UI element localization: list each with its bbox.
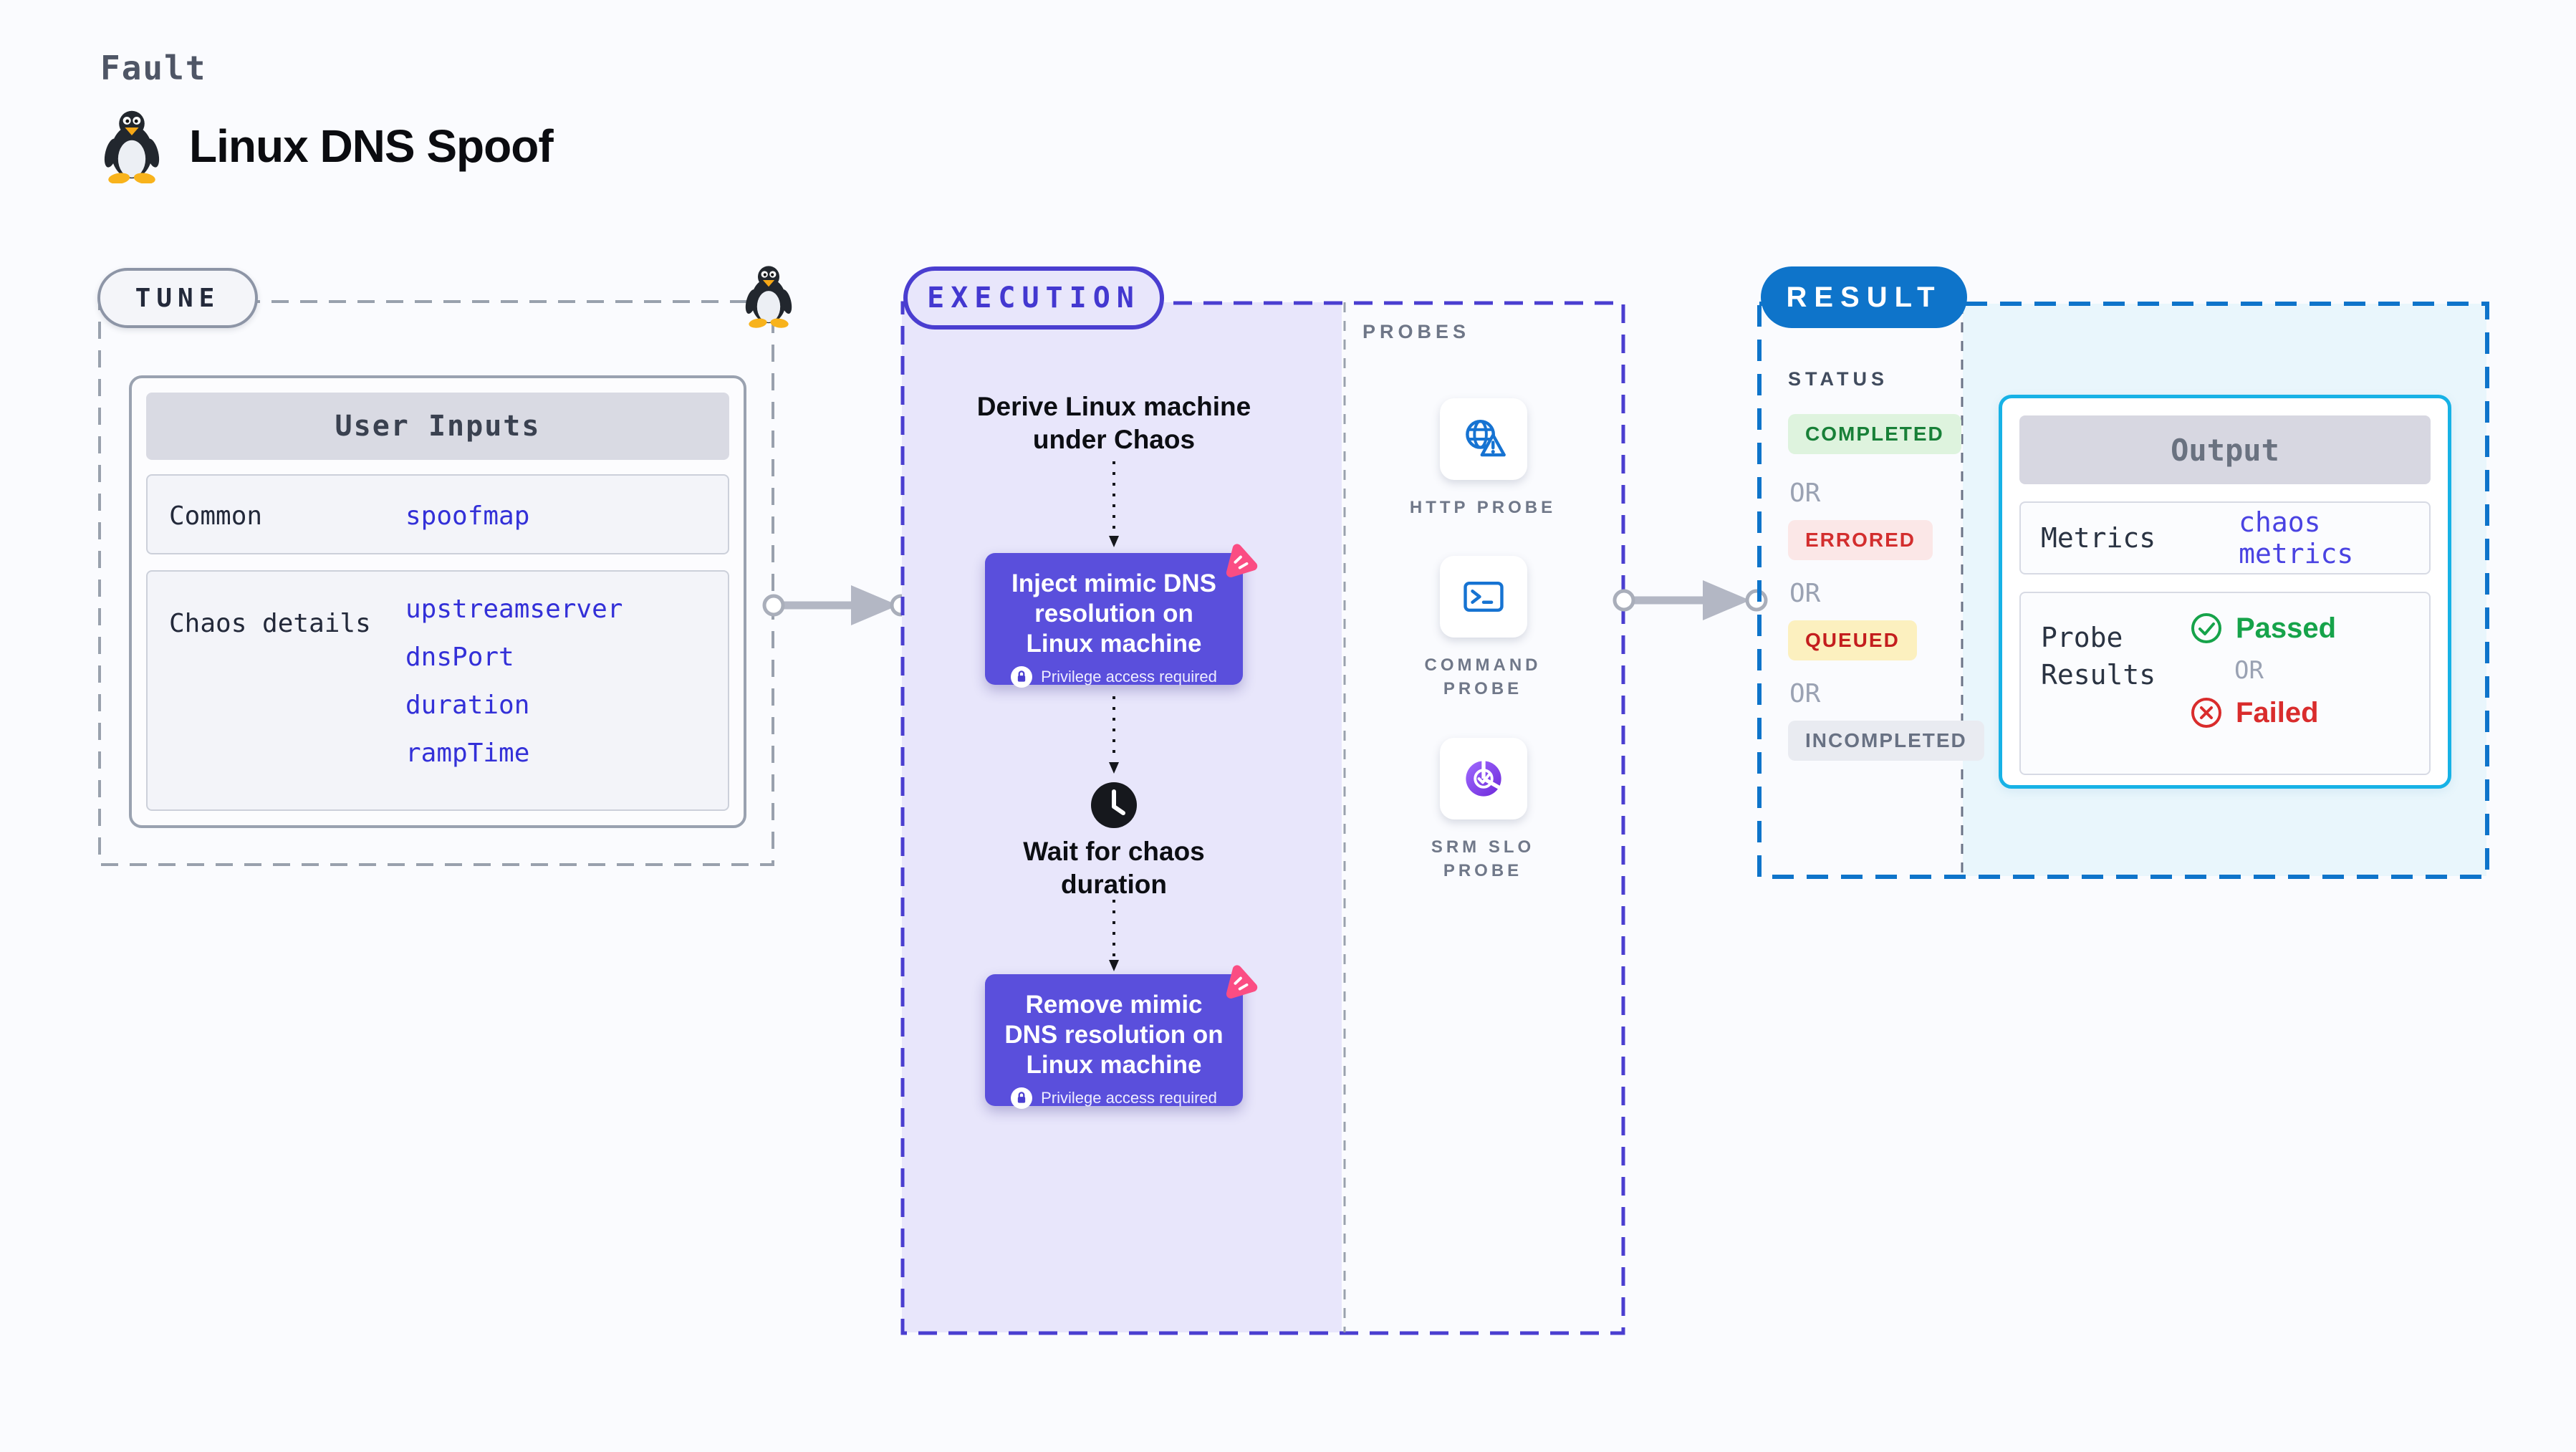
metrics-label: Metrics xyxy=(2041,522,2156,554)
metrics-row: Metrics chaos metrics xyxy=(2019,501,2431,574)
execution-dashed-box xyxy=(900,301,1625,1335)
probe-results-label: Probe Results xyxy=(2041,622,2156,691)
http-probe-card xyxy=(1440,398,1527,480)
user-inputs-row-chaos-details: Chaos details upstreamserver dnsPort dur… xyxy=(146,570,729,811)
tux-penguin-corner-icon xyxy=(742,264,795,328)
common-label: Common xyxy=(169,501,263,531)
dotted-arrow-3 xyxy=(1109,900,1119,971)
user-inputs-row-common: Common spoofmap xyxy=(146,474,729,554)
status-or: OR xyxy=(1789,679,1821,708)
x-circle-icon xyxy=(2190,696,2223,729)
status-badge-errored: ERRORED xyxy=(1788,520,1933,560)
chaos-metrics-link[interactable]: chaos metrics xyxy=(2239,506,2354,569)
status-or: OR xyxy=(1789,579,1821,608)
probe-results-or: OR xyxy=(2234,656,2264,685)
terminal-icon xyxy=(1461,577,1506,616)
result-separator xyxy=(1961,304,1964,876)
remove-step-text: Remove mimic DNS resolution on Linux mac… xyxy=(1004,991,1224,1079)
inject-step-text: Inject mimic DNS resolution on Linux mac… xyxy=(1011,569,1216,658)
chaos-details-label: Chaos details xyxy=(169,609,371,638)
srm-slo-probe-card xyxy=(1440,738,1527,819)
result-section-pill: RESULT xyxy=(1761,266,1967,328)
failed-label: Failed xyxy=(2236,696,2319,729)
check-circle-icon xyxy=(2190,612,2223,645)
probes-label: PROBES xyxy=(1363,321,1471,342)
status-or: OR xyxy=(1789,479,1821,508)
probe-results-row: Probe Results Passed OR xyxy=(2019,592,2431,775)
lock-icon xyxy=(1011,666,1033,688)
ramptime-link[interactable]: rampTime xyxy=(405,739,530,768)
globe-alert-icon xyxy=(1461,417,1506,461)
spoofmap-link[interactable]: spoofmap xyxy=(405,501,530,531)
status-badge-queued: QUEUED xyxy=(1788,620,1917,660)
passed-label: Passed xyxy=(2236,612,2337,644)
lock-icon xyxy=(1011,1087,1033,1109)
output-header: Output xyxy=(2019,415,2431,484)
arrow-tune-to-execution xyxy=(762,585,913,625)
tux-penguin-icon xyxy=(100,109,163,183)
status-badge-completed: COMPLETED xyxy=(1788,414,1961,454)
dnsport-link[interactable]: dnsPort xyxy=(405,643,514,672)
page-title: Linux DNS Spoof xyxy=(189,120,554,172)
tune-dashed-box xyxy=(98,300,774,866)
srm-slo-probe-label: SRM SLO PROBE xyxy=(1431,837,1535,880)
user-inputs-card: User Inputs Common spoofmap Chaos detail… xyxy=(129,375,746,828)
privilege-text: Privilege access required xyxy=(1041,1089,1217,1107)
clock-icon xyxy=(1090,781,1138,830)
litmus-chaos-icon xyxy=(1213,958,1263,1006)
probes-separator xyxy=(1343,302,1346,1332)
result-dashed-box xyxy=(1757,302,2489,879)
user-inputs-header: User Inputs xyxy=(146,393,729,460)
command-probe-label: COMMAND PROBE xyxy=(1424,655,1542,698)
execution-section-pill: EXECUTION xyxy=(903,266,1164,330)
output-card: Output Metrics chaos metrics Probe Resul… xyxy=(1999,395,2451,789)
passed-line: Passed xyxy=(2190,612,2336,645)
litmus-chaos-icon xyxy=(1213,537,1263,585)
failed-line: Failed xyxy=(2190,696,2336,729)
dotted-arrow-2 xyxy=(1109,696,1119,774)
privilege-row: Privilege access required xyxy=(999,666,1229,688)
arrow-execution-to-result xyxy=(1613,580,1768,620)
http-probe-label: HTTP PROBE xyxy=(1409,498,1557,517)
privilege-row: Privilege access required xyxy=(999,1087,1229,1109)
wait-step-text: Wait for chaos duration xyxy=(1023,837,1205,899)
dotted-arrow-1 xyxy=(1109,461,1119,547)
fault-category-label: Fault xyxy=(100,49,207,87)
upstreamserver-link[interactable]: upstreamserver xyxy=(405,595,623,624)
derive-step-text: Derive Linux machine under Chaos xyxy=(976,392,1251,454)
inject-step-card: Inject mimic DNS resolution on Linux mac… xyxy=(985,544,1258,688)
probe-results-values: Passed OR Failed xyxy=(2190,612,2336,729)
privilege-text: Privilege access required xyxy=(1041,668,1217,686)
slo-pie-check-icon xyxy=(1462,757,1505,800)
status-header: STATUS xyxy=(1788,368,1888,390)
status-badge-incompleted: INCOMPLETED xyxy=(1788,721,1984,761)
command-probe-card xyxy=(1440,556,1527,638)
duration-link[interactable]: duration xyxy=(405,691,530,720)
tune-section-pill: TUNE xyxy=(97,268,258,328)
remove-step-card: Remove mimic DNS resolution on Linux mac… xyxy=(985,965,1258,1109)
page-header: Linux DNS Spoof xyxy=(100,109,554,183)
